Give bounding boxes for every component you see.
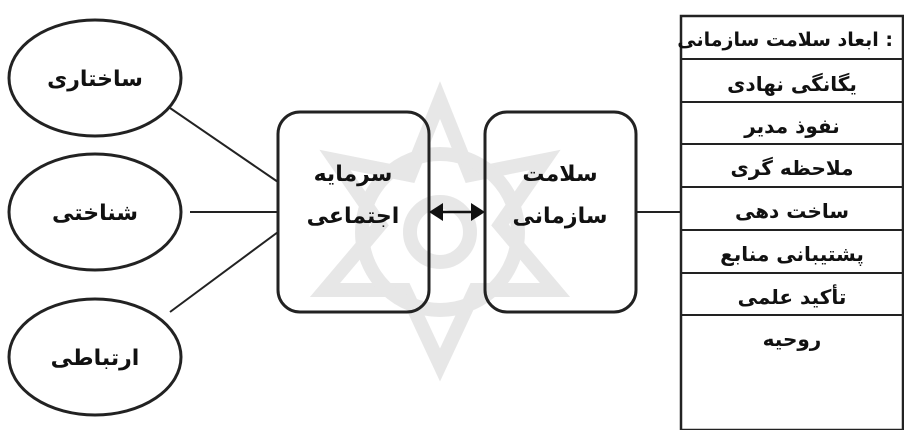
list-item: نفوذ مدیر	[743, 114, 840, 138]
list-item: تأکید علمی	[738, 283, 847, 309]
label-relational: ارتباطی	[51, 346, 140, 371]
ellipse-structural	[7, 18, 183, 138]
watermark-rosette	[309, 81, 571, 382]
ellipse-cognitive	[7, 152, 183, 272]
bidirectional-arrow	[429, 203, 485, 221]
org-health-line1: سلامت	[522, 162, 597, 187]
social-capital-line2: اجتماعی	[307, 204, 400, 229]
label-structural: ساختاری	[47, 67, 143, 92]
list-item: یگانگی نهادی	[727, 72, 857, 96]
ellipse-relational	[7, 297, 183, 417]
list-item: ساخت دهی	[735, 199, 849, 223]
health-dimensions-list: ابعاد سلامت سازمانی : یگانگی نهادی نفوذ …	[677, 14, 904, 430]
list-item: روحیه	[763, 327, 822, 351]
connector-relational	[169, 231, 279, 313]
health-dimensions-title: ابعاد سلامت سازمانی :	[677, 29, 893, 51]
connector-structural	[169, 107, 279, 183]
health-dimensions-frame	[679, 14, 904, 430]
list-item: پشتیبانی منابع	[720, 242, 864, 267]
label-cognitive: شناختی	[52, 201, 138, 226]
org-health-line2: سازمانی	[513, 204, 608, 229]
social-capital-line1: سرمایه	[314, 162, 393, 187]
list-item: ملاحظه گری	[731, 156, 854, 180]
